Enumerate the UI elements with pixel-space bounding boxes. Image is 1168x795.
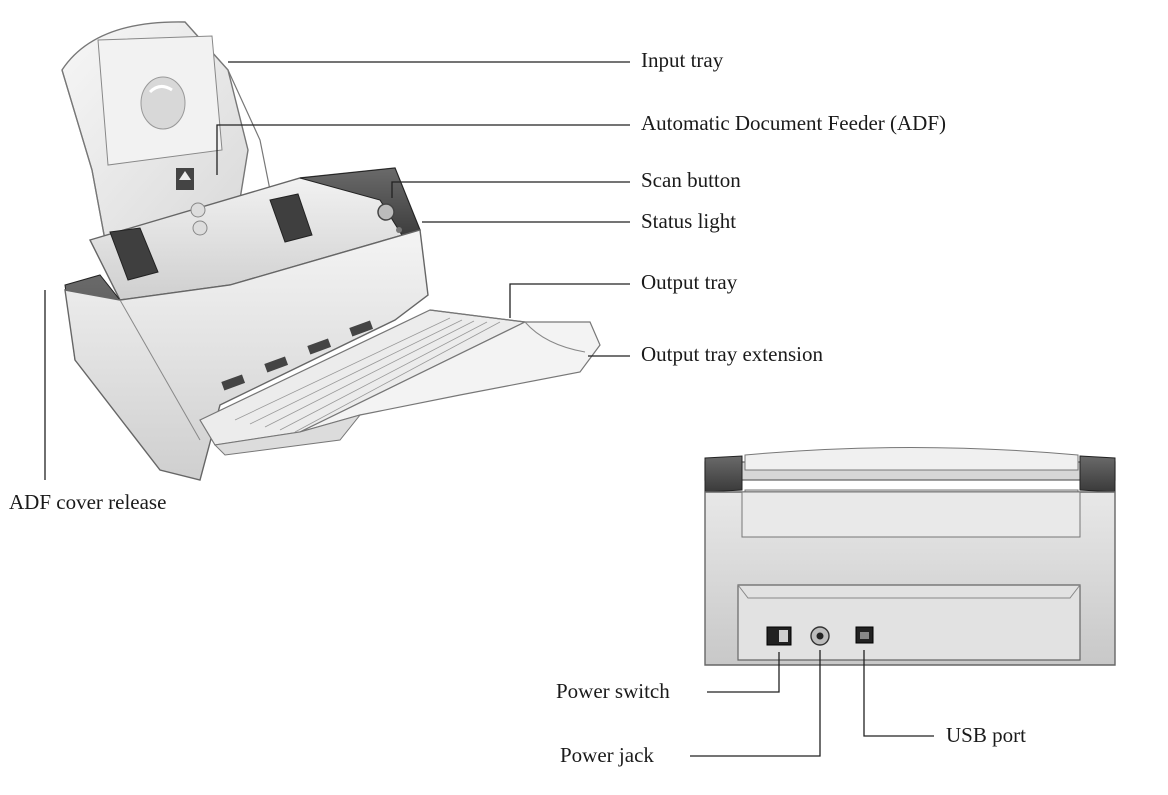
leader-power-jack — [690, 650, 821, 757]
leader-adf — [216, 124, 630, 175]
front-scanner — [61, 21, 601, 481]
leader-usb-port — [863, 650, 934, 737]
rear-right-cap — [1079, 455, 1116, 493]
front-feed-slots — [221, 320, 374, 391]
callout-adf-cover-release: ADF cover release — [9, 490, 167, 514]
callout-output-tray: Output tray — [641, 270, 738, 294]
callout-usb-port: USB port — [946, 723, 1026, 747]
input-tray-grip-icon — [140, 76, 186, 130]
output-tray-ribs — [234, 317, 501, 433]
callout-power-switch: Power switch — [556, 679, 670, 703]
callout-status-light: Status light — [641, 209, 737, 233]
callout-output-tray-extension: Output tray extension — [641, 342, 823, 366]
connector-recess — [737, 584, 1081, 661]
callout-scan-button: Scan button — [641, 168, 741, 192]
callout-input-tray: Input tray — [641, 48, 724, 72]
leader-lines — [44, 61, 934, 757]
scanner-base — [64, 229, 429, 481]
rear-scanner — [704, 447, 1116, 666]
leader-power-switch — [707, 652, 780, 693]
status-light-icon — [396, 227, 402, 233]
callout-power-jack: Power jack — [560, 743, 654, 767]
callout-adf: Automatic Document Feeder (ADF) — [641, 111, 947, 135]
rear-left-cap — [704, 455, 743, 493]
scan-button-icon[interactable] — [377, 203, 395, 221]
leader-output-tray — [509, 283, 630, 318]
leader-scan-button — [391, 181, 630, 198]
